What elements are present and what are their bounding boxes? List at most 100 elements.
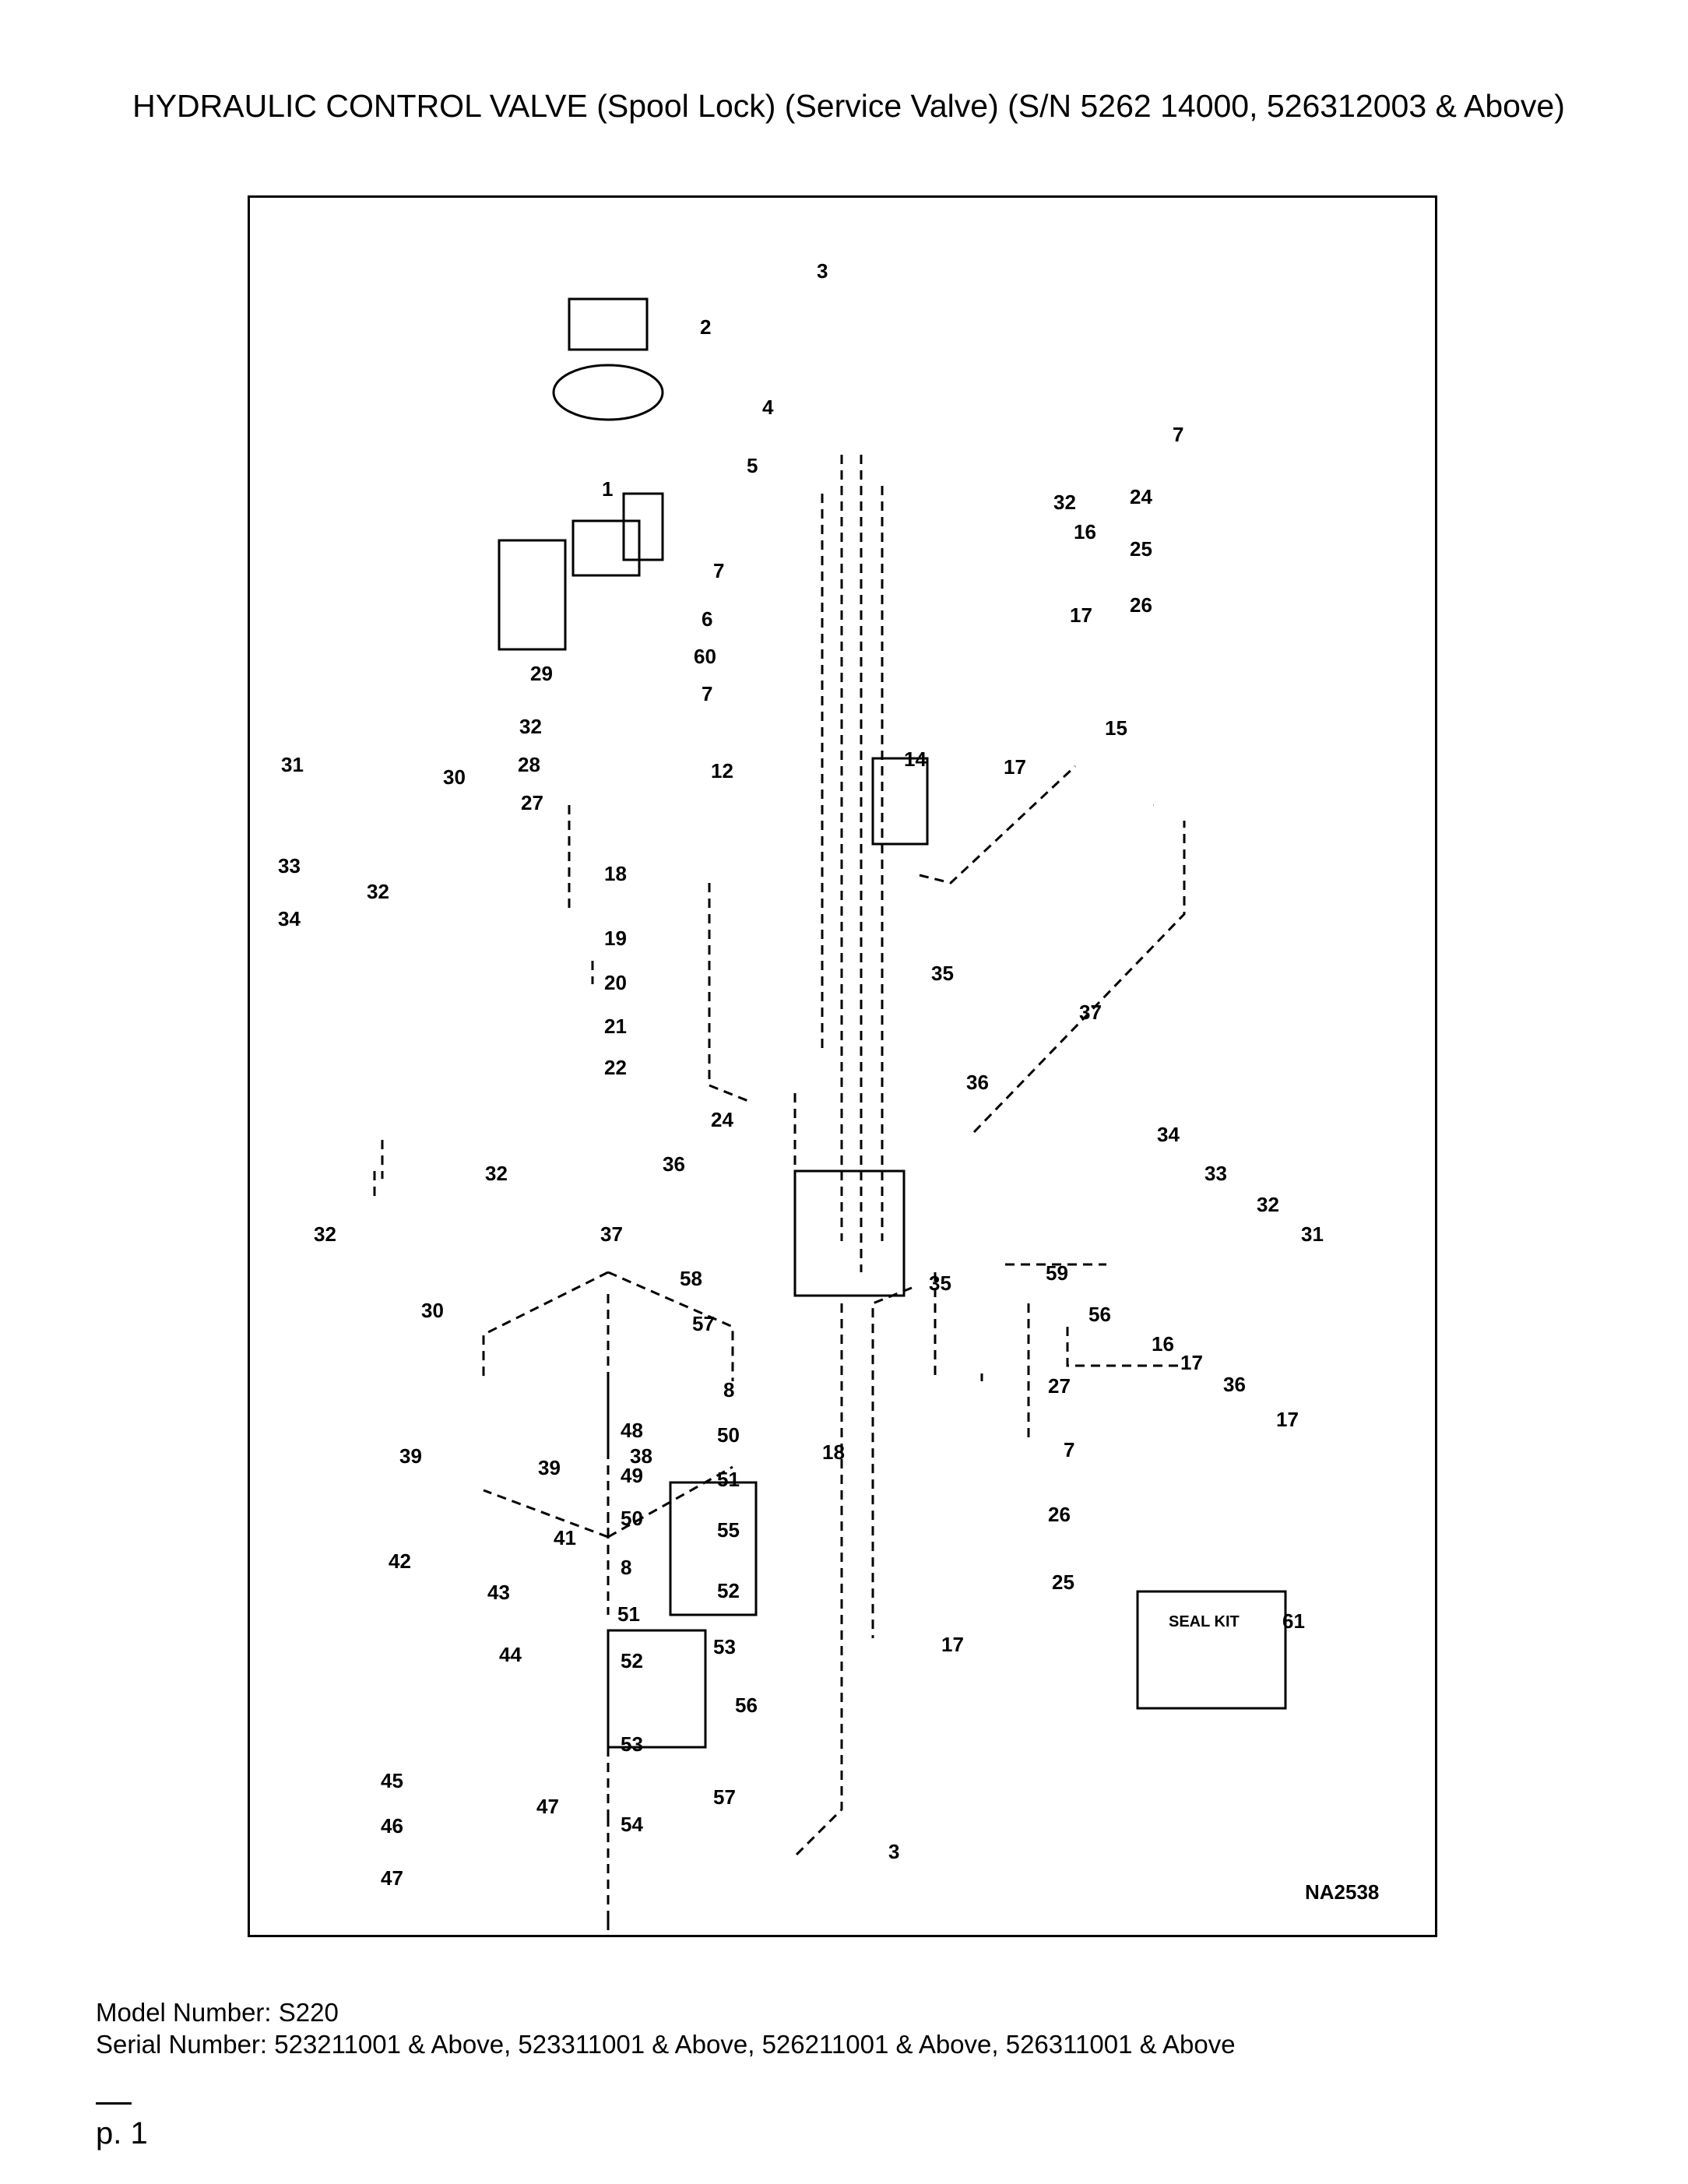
- callout-36b: 36: [663, 1152, 685, 1176]
- callout-30b: 30: [421, 1299, 444, 1322]
- callout-6: 6: [702, 607, 712, 631]
- callout-27: 27: [521, 791, 543, 814]
- callout-38: 38: [630, 1444, 652, 1468]
- callout-39b: 39: [538, 1456, 561, 1479]
- callout-13: 16: [1152, 1332, 1174, 1356]
- callout-8b: 8: [723, 1378, 734, 1401]
- callout-45: 47: [381, 1866, 403, 1890]
- callout-36: 36: [966, 1071, 989, 1094]
- callout-4: 4: [762, 396, 774, 419]
- callout-17: 17: [1004, 755, 1026, 779]
- callout-62: 61: [1282, 1609, 1305, 1633]
- callout-5: 5: [747, 454, 758, 477]
- page-title: HYDRAULIC CONTROL VALVE (Spool Lock) (Se…: [132, 88, 1565, 124]
- spool-part: [622, 492, 664, 561]
- parts-diagram: NA2538 SEAL KIT 3 2 4 5 1 7 24 25 26 32 …: [248, 195, 1437, 1937]
- callout-32c: 32: [367, 880, 389, 903]
- callout-35b: 35: [929, 1271, 951, 1295]
- callout-39: 39: [399, 1444, 422, 1468]
- callout-52: 52: [717, 1579, 740, 1602]
- callout-60: 59: [1046, 1261, 1068, 1285]
- callout-3b: 3: [888, 1840, 899, 1863]
- callout-53: 53: [713, 1635, 736, 1658]
- callout-20: 20: [604, 971, 627, 994]
- callout-33: 33: [278, 854, 301, 877]
- callout-34: 34: [278, 907, 301, 930]
- callout-48: 49: [621, 1464, 643, 1487]
- callout-15: 17: [1276, 1408, 1299, 1431]
- callout-29: 29: [530, 662, 553, 685]
- callout-7b: 7: [713, 559, 724, 582]
- valve-part: [498, 539, 567, 651]
- callout-9: 12: [711, 759, 733, 783]
- callout-18: 18: [604, 862, 627, 885]
- kit-box: [1136, 1590, 1287, 1710]
- callout-52b: 53: [621, 1732, 643, 1756]
- callout-14: 17: [1180, 1351, 1203, 1374]
- callout-3: 3: [817, 259, 828, 283]
- callout-7c: 7: [1064, 1438, 1074, 1461]
- part-outlines: [498, 297, 1287, 1749]
- spacer-part: [571, 519, 641, 577]
- plate-part: [568, 297, 649, 351]
- model-number: Model Number: S220: [96, 1998, 339, 2027]
- callout-25b: 26: [1048, 1503, 1071, 1526]
- callout-30: 30: [443, 765, 466, 789]
- callout-10: 14: [904, 747, 927, 771]
- callout-19: 19: [604, 927, 627, 950]
- callout-36c: 36: [1223, 1373, 1246, 1396]
- callout-16: 17: [1070, 603, 1092, 627]
- callout-7: 7: [1173, 423, 1183, 446]
- callout-8: 7: [702, 682, 712, 705]
- drawing-id: NA2538: [1305, 1880, 1379, 1904]
- serial-number: Serial Number: 523211001 & Above, 523311…: [96, 2030, 1236, 2059]
- callout-57: 57: [692, 1312, 715, 1335]
- footer-rule: [96, 2102, 132, 2105]
- callout-56: 57: [713, 1785, 736, 1809]
- callout-32: 32: [1053, 491, 1076, 514]
- callout-53b: 54: [621, 1813, 643, 1836]
- callout-32f: 32: [314, 1222, 336, 1246]
- callout-26: 26: [1130, 593, 1152, 617]
- callout-32e: 32: [485, 1162, 508, 1185]
- block-part: [669, 1481, 758, 1616]
- callout-58: 58: [680, 1267, 702, 1290]
- exploded-view-drawing: NA2538 SEAL KIT 3 2 4 5 1 7 24 25 26 32 …: [278, 259, 1379, 1930]
- valve-part: [871, 757, 929, 846]
- callout-41: 43: [487, 1581, 510, 1604]
- callout-54: 55: [717, 1518, 740, 1542]
- callout-50: 50: [717, 1423, 740, 1447]
- seal-kit-label: SEAL KIT: [1169, 1613, 1240, 1630]
- callout-21: 21: [604, 1015, 627, 1038]
- callout-16b: 17: [941, 1633, 964, 1656]
- callout-40: 41: [554, 1526, 576, 1549]
- callout-24: 24: [1130, 485, 1152, 508]
- callout-50b: 51: [617, 1602, 640, 1626]
- callout-32b: 32: [519, 715, 542, 738]
- callout-59: 56: [1088, 1303, 1111, 1326]
- callout-42: 44: [499, 1643, 522, 1666]
- callout-1: 1: [602, 477, 613, 501]
- callout-32d: 32: [1257, 1193, 1279, 1216]
- callout-55: 56: [735, 1693, 758, 1717]
- callout-37: 37: [1079, 1001, 1102, 1024]
- assembly-guide-lines: [373, 455, 1186, 1930]
- callout-43: 45: [381, 1769, 403, 1792]
- callout-47: 48: [621, 1419, 643, 1442]
- callout-23: 24: [711, 1108, 733, 1131]
- callout-40b: 42: [389, 1549, 411, 1573]
- drawing-labels: NA2538 SEAL KIT: [1169, 1613, 1379, 1904]
- callout-51: 51: [717, 1468, 740, 1491]
- callout-49: 50: [621, 1507, 643, 1530]
- callout-46: 47: [536, 1795, 559, 1818]
- callout-11: 15: [1105, 716, 1127, 740]
- callout-37b: 37: [600, 1222, 623, 1246]
- block-part: [793, 1169, 906, 1297]
- callout-24b: 25: [1052, 1570, 1074, 1594]
- callout-8c: 8: [621, 1556, 631, 1579]
- callout-22: 22: [604, 1056, 627, 1079]
- callout-26b: 27: [1048, 1374, 1071, 1398]
- callout-12: 16: [1074, 520, 1096, 543]
- callout-33b: 33: [1204, 1162, 1227, 1185]
- callout-35: 35: [931, 962, 954, 985]
